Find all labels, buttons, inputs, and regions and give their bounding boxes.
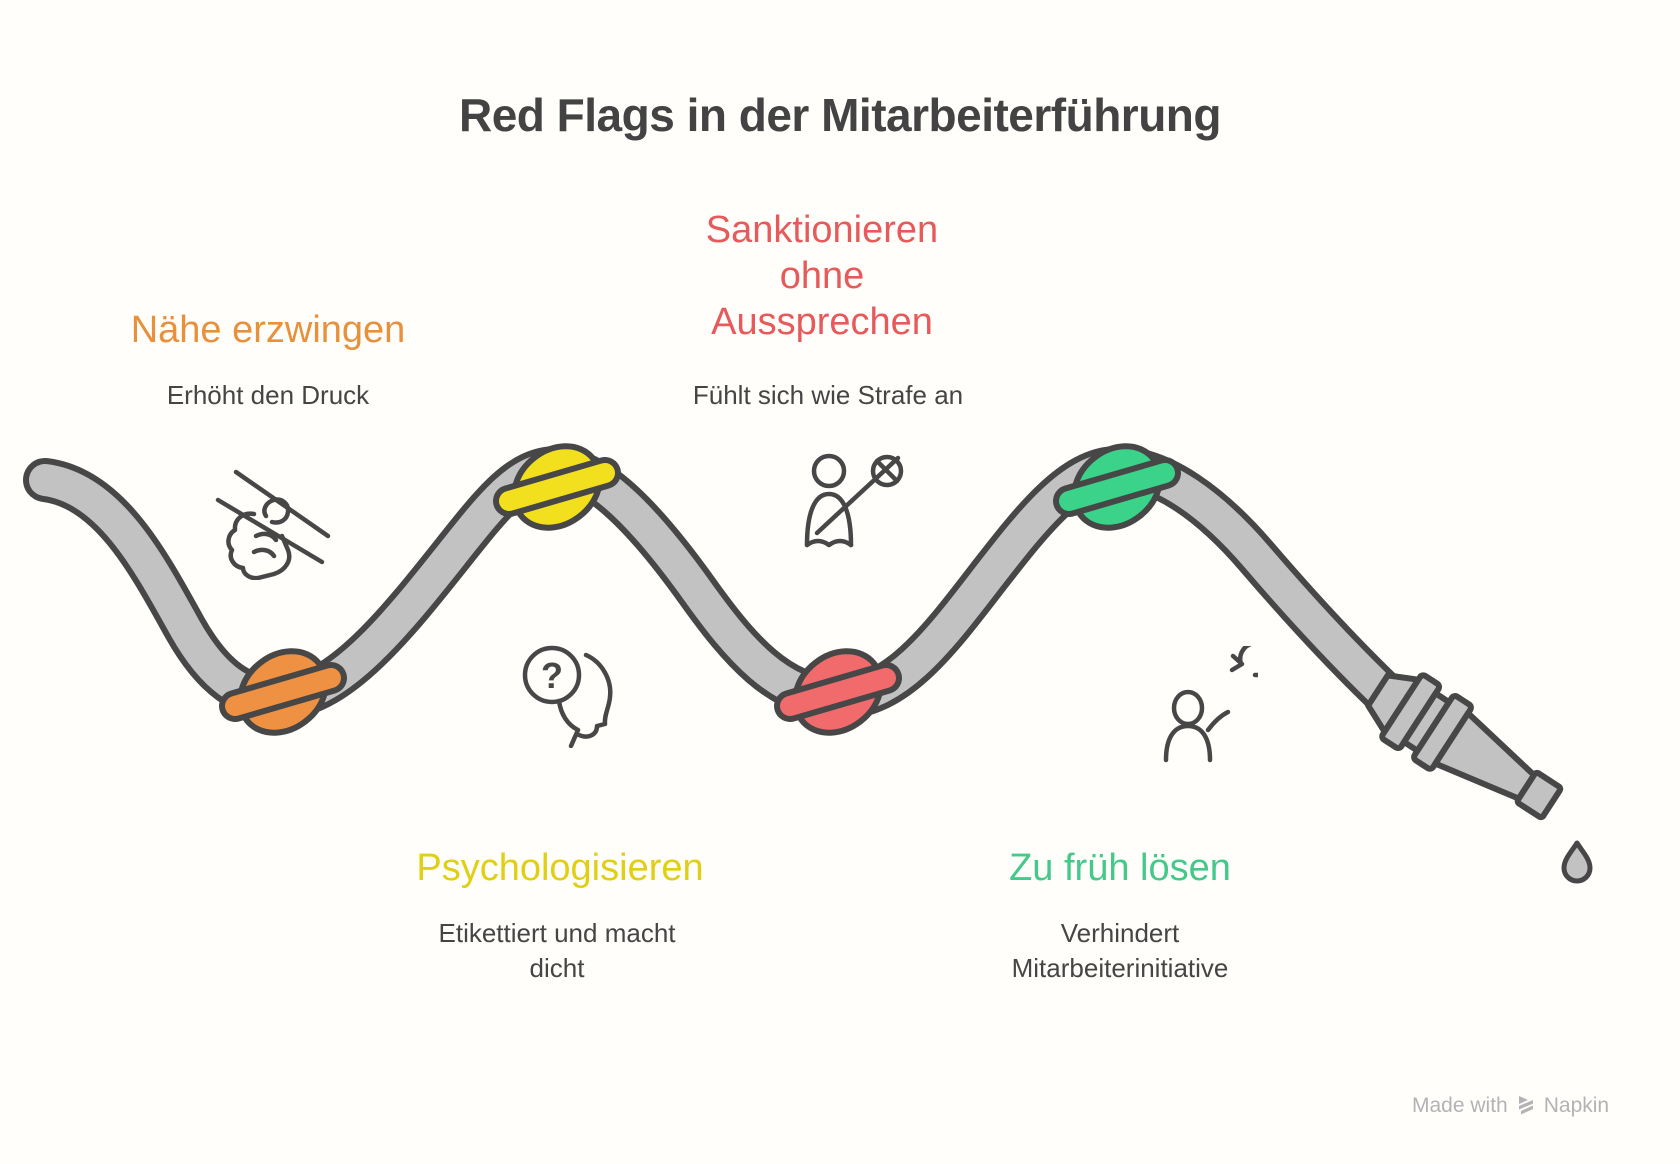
flag-label-zu-frueh-loesen: Zu früh lösen (1009, 847, 1231, 889)
water-drop-icon (1561, 840, 1593, 884)
flag-label-sanktionieren: Sanktionieren ohne Aussprechen (705, 209, 939, 343)
flag-description-sanktionieren: Fühlt sich wie Strafe an (692, 380, 964, 410)
flag-description-psychologisieren: Etikettiert und macht dicht (438, 918, 676, 983)
hose-knot-4 (1053, 443, 1181, 531)
flag-label-naehe-erzwingen: Nähe erzwingen (130, 309, 406, 351)
hose-knot-2 (493, 443, 621, 531)
hose-nozzle (1365, 672, 1564, 821)
svg-text:?: ? (541, 655, 563, 696)
chopsticks-hand-icon (215, 469, 331, 580)
flag-description-naehe-erzwingen: Erhöht den Druck (166, 380, 370, 410)
made-with-napkin-credit: Made with Napkin (1412, 1094, 1609, 1118)
person-crossed-out-icon (804, 453, 904, 548)
napkin-logo-icon (1518, 1096, 1533, 1115)
head-question-icon: ? (522, 645, 613, 748)
flag-description-zu-frueh-loesen: Verhindert Mitarbeiterinitiative (1011, 918, 1229, 983)
hose-knot-1 (219, 648, 347, 736)
hose-knot-3 (774, 648, 902, 736)
napkin-brand-label: Napkin (1543, 1094, 1610, 1117)
person-refresh-icon (1163, 646, 1258, 763)
made-with-label: Made with (1412, 1094, 1508, 1117)
page-title: Red Flags in der Mitarbeiterführung (458, 89, 1222, 141)
flag-label-psychologisieren: Psychologisieren (416, 847, 704, 889)
